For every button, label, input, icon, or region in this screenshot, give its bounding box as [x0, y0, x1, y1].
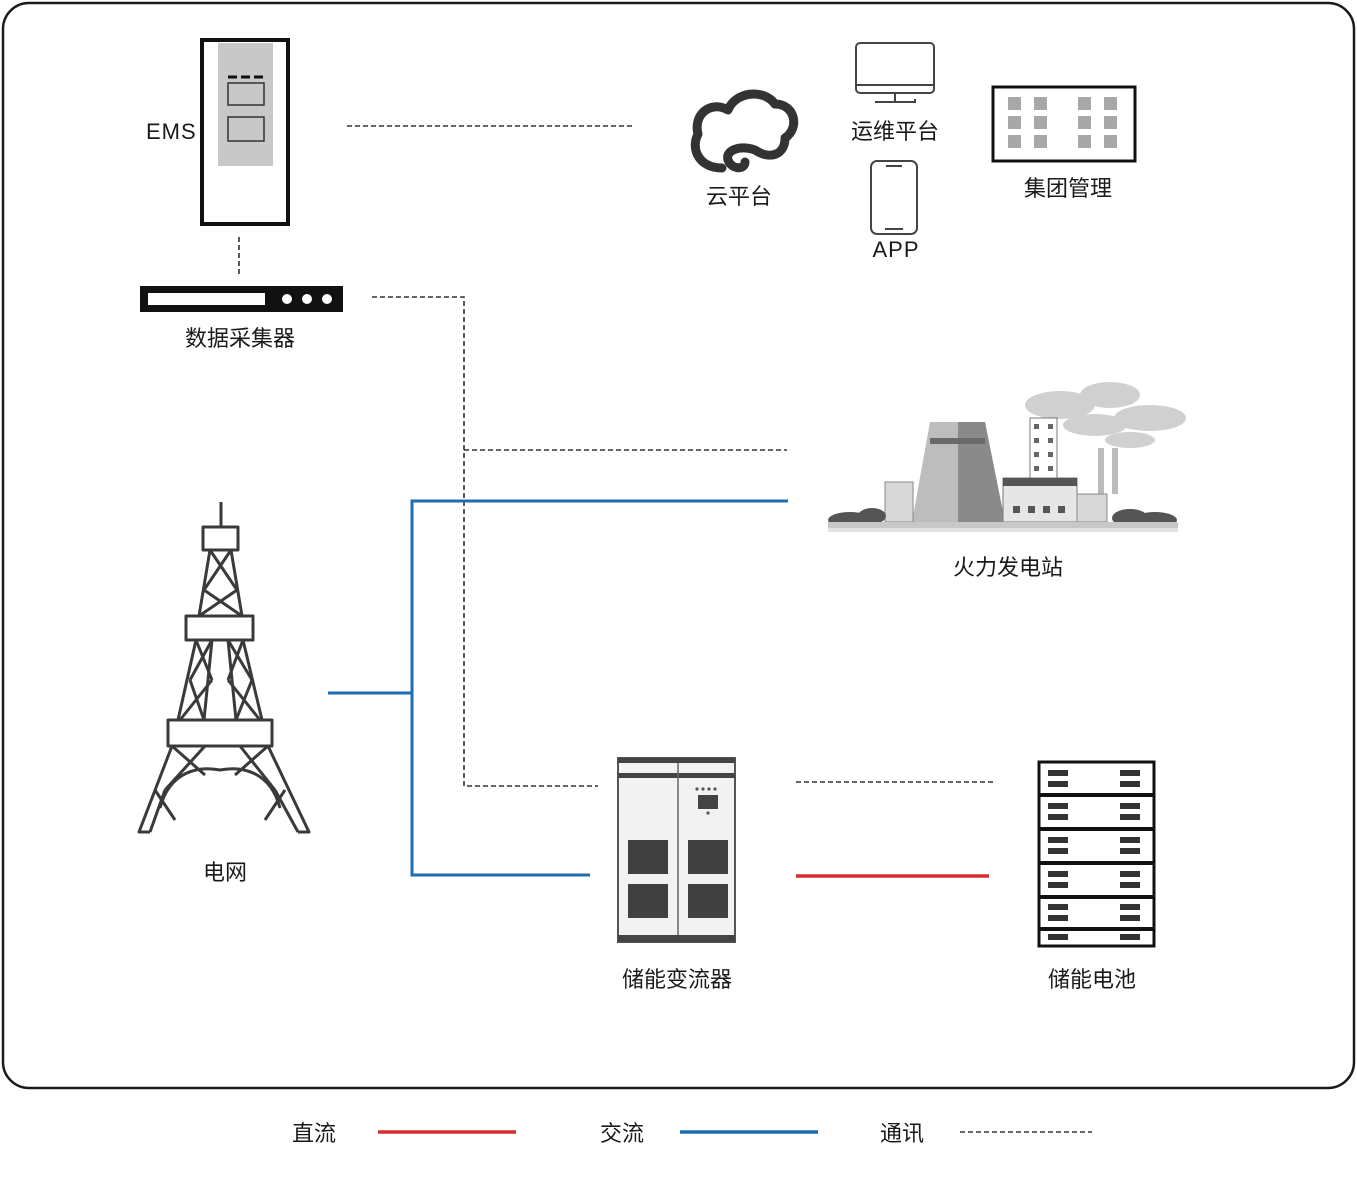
ac-links	[328, 499, 788, 877]
comm-links	[238, 125, 993, 787]
legend-dc-label: 直流	[292, 1122, 336, 1147]
converter-cabinet-icon	[617, 757, 736, 943]
battery-label: 储能电池	[1048, 968, 1136, 993]
cloud-icon	[690, 89, 799, 173]
collector-label: 数据采集器	[185, 327, 295, 352]
legend-comm-label: 通讯	[880, 1122, 924, 1147]
comm-link-collector-pcs	[372, 296, 598, 787]
thermal-label: 火力发电站	[953, 556, 1063, 581]
battery-rack-icon	[1037, 760, 1156, 948]
data-collector-icon	[140, 286, 343, 312]
ems-cabinet-icon	[200, 38, 290, 226]
ac-link-bus	[410, 499, 788, 877]
transmission-tower-icon	[137, 502, 311, 834]
group-label: 集团管理	[1024, 177, 1112, 202]
thermal-power-plant-icon	[828, 382, 1186, 532]
app-label: APP	[872, 237, 919, 262]
pcs-label: 储能变流器	[622, 968, 732, 993]
building-window-icon	[991, 85, 1137, 163]
legend: 直流 交流 通讯	[292, 1122, 1092, 1147]
smartphone-icon	[870, 160, 918, 235]
ops-label: 运维平台	[851, 120, 939, 145]
legend-ac-label: 交流	[600, 1122, 644, 1147]
monitor-icon	[855, 42, 935, 103]
cloud-label: 云平台	[706, 185, 772, 210]
ems-label: EMS	[146, 119, 197, 144]
diagram-frame	[1, 1, 1356, 1090]
grid-label: 电网	[203, 861, 247, 886]
